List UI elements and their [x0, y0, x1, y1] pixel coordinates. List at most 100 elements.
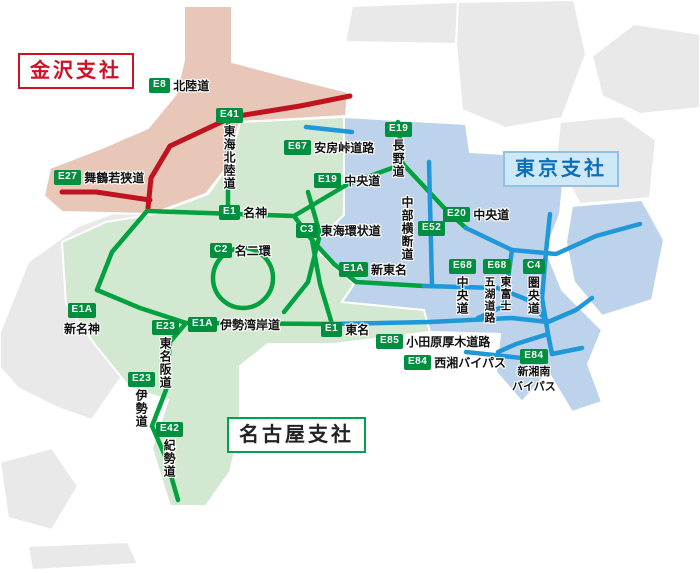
road-label-maizuru-wakasa: E27 舞鶴若狭道 — [54, 169, 144, 186]
route-badge: E20 — [443, 207, 471, 222]
route-badge: E1 — [321, 322, 343, 337]
route-badge: E23 — [128, 372, 156, 387]
road-label-tokai-kanjo: C3 東海環状道 — [296, 222, 381, 239]
branch-label-tokyo[interactable]: 東京支社 — [503, 151, 619, 187]
road-line-mei-nikan — [210, 245, 276, 311]
route-badge: E1A — [67, 303, 97, 318]
road-label-tokai-hokuriku: E41 東海北陸道 — [216, 108, 244, 190]
road-name: 圏央道 — [526, 275, 541, 315]
route-badge: E1 — [219, 205, 241, 220]
road-name-part: 五湖道路 — [483, 275, 495, 324]
road-line-shin-tomei-east — [421, 283, 551, 325]
road-line-shin-meishin — [94, 287, 189, 326]
road-name: 北陸道 — [173, 79, 210, 93]
road-name: 安房峠道路 — [314, 141, 375, 155]
road-line-kisei — [149, 423, 181, 503]
road-label-hokuriku: E8 北陸道 — [149, 77, 209, 94]
route-badge: E52 — [418, 221, 446, 236]
branch-label-kanazawa[interactable]: 金沢支社 — [18, 53, 134, 89]
road-line-maizuru-wakasa — [59, 189, 153, 203]
road-name-part: バイパス — [512, 380, 556, 393]
road-name: 新名神 — [64, 321, 101, 336]
road-label-shin-shonan: E84 新湘南 バイパス — [512, 349, 556, 394]
route-badge: E19 — [314, 173, 342, 188]
road-line-tomei-west — [309, 237, 335, 327]
road-name: 小田原厚木道路 — [406, 335, 491, 349]
road-label-seisho: E84 西湘バイパス — [404, 354, 506, 371]
road-label-chuo-e20: E20 中央道 — [443, 206, 509, 223]
route-badge: C4 — [523, 259, 545, 274]
road-label-shin-tomei: E1A 新東名 — [339, 261, 407, 278]
road-line-odawara-atsugi — [495, 331, 551, 355]
route-badge: E68 — [483, 259, 511, 274]
road-label-chuo-fujiyoshida: E68 中央道 — [449, 259, 477, 315]
road-line-higashi-fuji-goko — [475, 303, 507, 321]
route-badge: C2 — [210, 243, 232, 258]
road-name: 舞鶴若狭道 — [84, 171, 145, 185]
route-badge: E1A — [188, 317, 217, 332]
route-badge: E27 — [54, 170, 82, 185]
region-top-gray-b — [454, 0, 588, 130]
road-name: 東海環状道 — [320, 224, 381, 238]
road-line-chuo-east — [463, 221, 643, 257]
road-name: 東名 — [345, 323, 370, 337]
region-top-right-gray — [590, 22, 700, 116]
branch-label-nagoya[interactable]: 名古屋支社 — [227, 417, 366, 453]
route-badge: E84 — [520, 349, 548, 364]
road-label-chubu-odan: 中部横断道 E52 — [399, 196, 446, 261]
route-badge: E42 — [156, 422, 184, 437]
road-name: 長野道 — [391, 138, 406, 178]
route-badge: E8 — [149, 78, 171, 93]
road-label-higashi-meihan: E23 東名阪道 — [152, 320, 180, 389]
road-name: 東海北陸道 — [222, 124, 237, 190]
road-name-part: 東富士 — [499, 275, 511, 312]
road-name: 名神 — [243, 206, 268, 220]
road-label-abo-toge: E67 安房峠道路 — [284, 139, 374, 156]
route-badge: E19 — [385, 122, 413, 137]
route-badge: E84 — [404, 355, 432, 370]
road-label-mei-nikan: C2 名二環 — [210, 242, 271, 259]
road-name: 伊勢道 — [134, 388, 149, 428]
road-label-isewangan: E1A 伊勢湾岸道 — [188, 316, 280, 333]
road-label-meishin: E1 名神 — [219, 204, 267, 221]
route-badge: E68 — [449, 259, 477, 274]
road-label-shin-meishin: E1A 新名神 — [64, 303, 100, 337]
route-badge: E67 — [284, 140, 312, 155]
road-name: 紀勢道 — [162, 438, 177, 478]
road-label-kisei: E42 紀勢道 — [156, 422, 184, 478]
road-line-kenodo — [539, 211, 555, 357]
route-badge: E23 — [152, 320, 180, 335]
road-line-shin-shonan — [549, 345, 585, 357]
road-label-higashi-fuji-goko: E68 東富士 五湖道路 — [481, 259, 513, 324]
road-name: 中央道 — [473, 208, 510, 222]
road-line-tomei-east — [329, 295, 595, 327]
road-name-part: 新湘南 — [517, 365, 551, 378]
region-tokyo-east — [564, 198, 666, 318]
road-line-abo-toge — [303, 124, 355, 135]
road-name: 伊勢湾岸道 — [219, 318, 280, 332]
road-line-chuo-fujiyoshida — [501, 247, 515, 309]
road-label-kenodo: C4 圏央道 — [523, 259, 545, 315]
road-label-chuo-west: E19 中央道 — [314, 172, 380, 189]
road-name: 新東名 — [370, 263, 407, 277]
road-name: 中央道 — [455, 275, 470, 315]
road-label-nagano: E19 長野道 — [385, 122, 413, 178]
region-southwest-gray-a — [0, 446, 80, 532]
road-name-columns: 東富士 五湖道路 — [481, 276, 513, 324]
road-name: 名二環 — [234, 244, 271, 258]
region-top-gray-a — [343, 0, 460, 46]
road-line-meishin-west — [94, 208, 150, 293]
road-name: 中央道 — [344, 174, 381, 188]
road-line-ise — [149, 387, 169, 429]
road-line-hokuriku — [145, 93, 353, 211]
route-badge: E1A — [339, 262, 368, 277]
road-name: 東名阪道 — [158, 336, 173, 389]
road-label-ise: E23 伊勢道 — [128, 372, 156, 428]
road-label-odawara-atsugi: E85 小田原厚木道路 — [376, 333, 490, 350]
route-badge: E41 — [216, 108, 244, 123]
road-name: 中部横断道 — [400, 196, 414, 261]
region-southwest-gray-b — [26, 540, 140, 572]
road-line-higashi-meihan — [163, 320, 189, 393]
